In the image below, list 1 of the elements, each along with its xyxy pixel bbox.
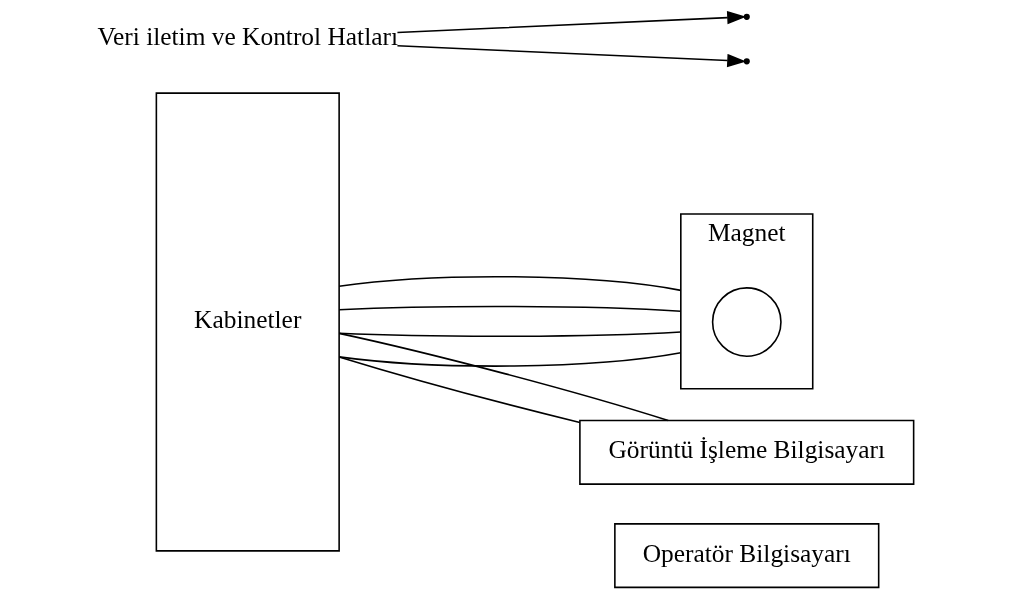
node-text: Veri iletim ve Kontrol Hatları [96, 22, 398, 51]
